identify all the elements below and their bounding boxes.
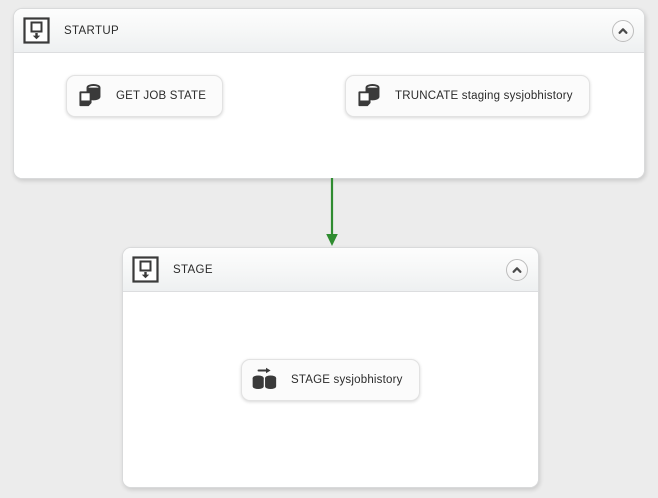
group-panel-startup[interactable]: STARTUP bbox=[13, 8, 645, 179]
collapse-button-startup[interactable] bbox=[612, 19, 634, 42]
chevron-up-icon bbox=[511, 264, 523, 276]
database-to-database-icon bbox=[252, 367, 278, 393]
task-node-truncate-staging-sysjobhistory[interactable]: TRUNCATE staging sysjobhistory bbox=[345, 75, 590, 117]
group-header-stage[interactable]: STAGE bbox=[123, 248, 538, 292]
group-panel-stage[interactable]: STAGE bbox=[122, 247, 539, 488]
database-to-table-icon bbox=[77, 83, 103, 109]
collapse-button-stage[interactable] bbox=[506, 258, 528, 281]
chevron-up-icon bbox=[617, 25, 629, 37]
task-node-stage-sysjobhistory[interactable]: STAGE sysjobhistory bbox=[241, 359, 420, 401]
group-stage-icon bbox=[132, 256, 159, 283]
task-node-label: TRUNCATE staging sysjobhistory bbox=[395, 90, 573, 102]
group-header-startup[interactable]: STARTUP bbox=[14, 9, 644, 53]
group-title-stage: STAGE bbox=[173, 263, 213, 276]
task-node-label: STAGE sysjobhistory bbox=[291, 374, 403, 386]
task-node-label: GET JOB STATE bbox=[116, 90, 207, 102]
group-body-stage[interactable]: STAGE sysjobhistory bbox=[123, 292, 538, 487]
task-node-get-job-state[interactable]: GET JOB STATE bbox=[66, 75, 224, 117]
database-to-table-icon bbox=[356, 83, 382, 109]
group-title-startup: STARTUP bbox=[64, 24, 120, 37]
group-body-startup[interactable]: GET JOB STATE TRUNCATE staging sysjobhis… bbox=[14, 53, 644, 178]
group-startup-icon bbox=[23, 17, 50, 44]
connector-startup-to-stage bbox=[318, 178, 346, 248]
